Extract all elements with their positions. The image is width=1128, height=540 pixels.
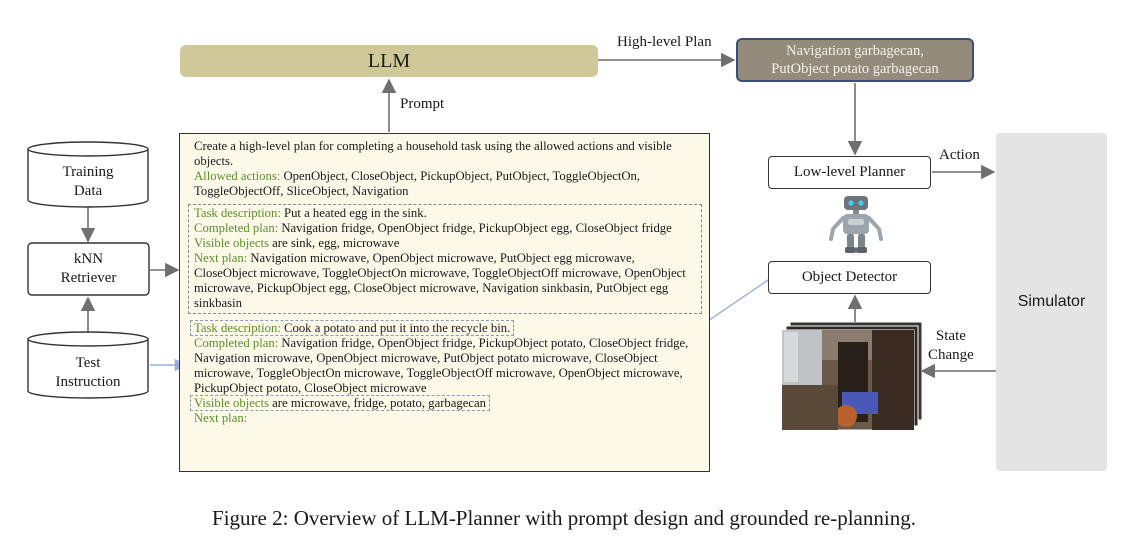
- training-data-label: Training Data: [62, 164, 114, 199]
- figure-caption: Figure 2: Overview of LLM-Planner with p…: [212, 506, 916, 530]
- state-change-label: State Change: [928, 328, 974, 363]
- prompt-intro: Create a high-level plan for completing …: [194, 139, 672, 168]
- example-completed-label: Completed plan:: [194, 221, 279, 235]
- example-next-text: Navigation microwave, OpenObject microwa…: [194, 251, 686, 310]
- allowed-actions-line: Allowed actions: OpenObject, CloseObject…: [194, 169, 699, 199]
- query-completed-label: Completed plan:: [194, 336, 279, 350]
- example-visible-text: are sink, egg, microwave: [269, 236, 400, 250]
- object-detector-box: Object Detector: [768, 261, 931, 294]
- allowed-actions-label: Allowed actions:: [194, 169, 281, 183]
- prompt-label: Prompt: [400, 96, 445, 112]
- low-level-planner-box: Low-level Planner: [768, 156, 931, 189]
- example-task-label: Task description:: [194, 206, 281, 220]
- knn-retriever-label: kNN Retriever: [60, 251, 117, 286]
- query-visible-box: Visible objects are microwave, fridge, p…: [190, 395, 490, 411]
- example-next-label: Next plan:: [194, 251, 248, 265]
- in-context-example: Task description: Put a heated egg in th…: [188, 204, 702, 314]
- action-label: Action: [939, 147, 980, 163]
- simulator-box: Simulator: [996, 133, 1107, 471]
- allowed-actions-text: OpenObject, CloseObject, PickupObject, P…: [194, 169, 641, 198]
- high-level-plan-label: High-level Plan: [617, 34, 712, 50]
- query-task-text: Cook a potato and put it into the recycl…: [280, 321, 511, 335]
- query-visible-text: are microwave, fridge, potato, garbageca…: [269, 396, 486, 410]
- robot-icon: [829, 196, 883, 253]
- query-next-label: Next plan:: [194, 411, 248, 425]
- prompt-panel: Create a high-level plan for completing …: [179, 133, 710, 472]
- query-task-box: Task description: Cook a potato and put …: [190, 320, 515, 336]
- simulator-scene-image: [782, 322, 922, 431]
- example-visible-label: Visible objects: [194, 236, 269, 250]
- llm-box: LLM: [180, 45, 598, 77]
- query-visible-label: Visible objects: [194, 396, 269, 410]
- query-completed-text: Navigation fridge, OpenObject fridge, Pi…: [194, 336, 689, 395]
- high-level-plan-text: Navigation garbagecan, PutObject potato …: [771, 43, 939, 77]
- test-instruction-label: Test Instruction: [55, 355, 121, 390]
- query-section: Task description: Cook a potato and put …: [190, 320, 699, 426]
- high-level-plan-box: Navigation garbagecan, PutObject potato …: [736, 38, 974, 82]
- query-task-label: Task description:: [194, 321, 281, 335]
- example-completed-text: Navigation fridge, OpenObject fridge, Pi…: [278, 221, 672, 235]
- example-task-text: Put a heated egg in the sink.: [280, 206, 427, 220]
